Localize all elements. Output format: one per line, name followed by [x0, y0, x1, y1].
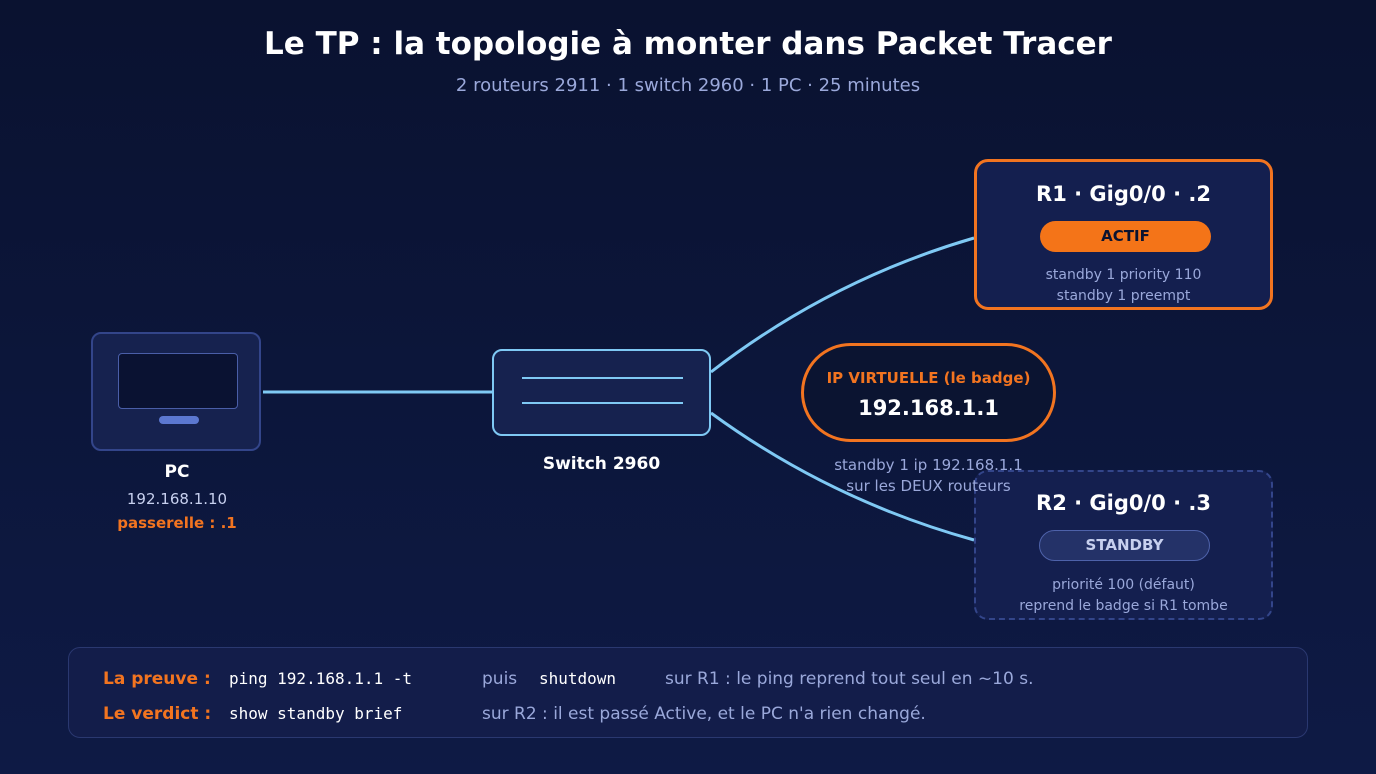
pc-gateway: passerelle : .1	[117, 514, 237, 532]
switch-device	[492, 349, 711, 436]
page-subtitle: 2 routeurs 2911 · 1 switch 2960 · 1 PC ·…	[455, 75, 921, 96]
switch-label: Switch 2960	[542, 454, 661, 474]
pc-ip: 192.168.1.10	[126, 490, 228, 508]
switch-port-line-icon	[522, 402, 683, 404]
monitor-stand-icon	[159, 416, 199, 424]
virtual-ip-note: sur les DEUX routeurs	[846, 477, 1011, 495]
virtual-ip-pill: IP VIRTUELLE (le badge) 192.168.1.1	[801, 343, 1056, 442]
verdict-command: show standby brief	[229, 704, 403, 723]
router-r2: R2 · Gig0/0 · .3 STANDBY priorité 100 (d…	[974, 470, 1273, 620]
proof-connector: puis	[482, 669, 518, 689]
proof-command-shutdown: shutdown	[539, 669, 617, 688]
verdict-text: sur R2 : il est passé Active, et le PC n…	[482, 704, 926, 724]
router-r1-status-badge: ACTIF	[1040, 221, 1211, 252]
monitor-icon	[118, 353, 238, 409]
router-r1: R1 · Gig0/0 · .2 ACTIF standby 1 priorit…	[974, 159, 1273, 310]
virtual-ip-address: 192.168.1.1	[858, 396, 999, 420]
pc-device	[91, 332, 261, 451]
router-r1-note: standby 1 preempt	[1056, 288, 1191, 304]
link-switch-r1	[710, 236, 975, 374]
router-r1-title: R1 · Gig0/0 · .2	[1036, 182, 1211, 206]
pc-label: PC	[164, 462, 190, 482]
router-r2-note: priorité 100 (défaut)	[1052, 577, 1195, 593]
page-title: Le TP : la topologie à monter dans Packe…	[264, 26, 1112, 62]
proof-command-ping: ping 192.168.1.1 -t	[229, 669, 413, 688]
proof-text: sur R1 : le ping reprend tout seul en ~1…	[665, 669, 1034, 689]
virtual-ip-note: standby 1 ip 192.168.1.1	[834, 456, 1023, 474]
router-r2-status-badge: STANDBY	[1039, 530, 1210, 561]
proof-key: La preuve :	[103, 669, 211, 689]
router-r2-note: reprend le badge si R1 tombe	[1019, 598, 1228, 614]
virtual-ip-label: IP VIRTUELLE (le badge)	[826, 369, 1031, 387]
link-switch-r2	[710, 411, 975, 542]
router-r2-title: R2 · Gig0/0 · .3	[1036, 491, 1211, 515]
proof-panel: La preuve : ping 192.168.1.1 -t puis shu…	[68, 647, 1308, 738]
router-r1-note: standby 1 priority 110	[1045, 267, 1202, 283]
switch-port-line-icon	[522, 377, 683, 379]
verdict-key: Le verdict :	[103, 704, 212, 724]
